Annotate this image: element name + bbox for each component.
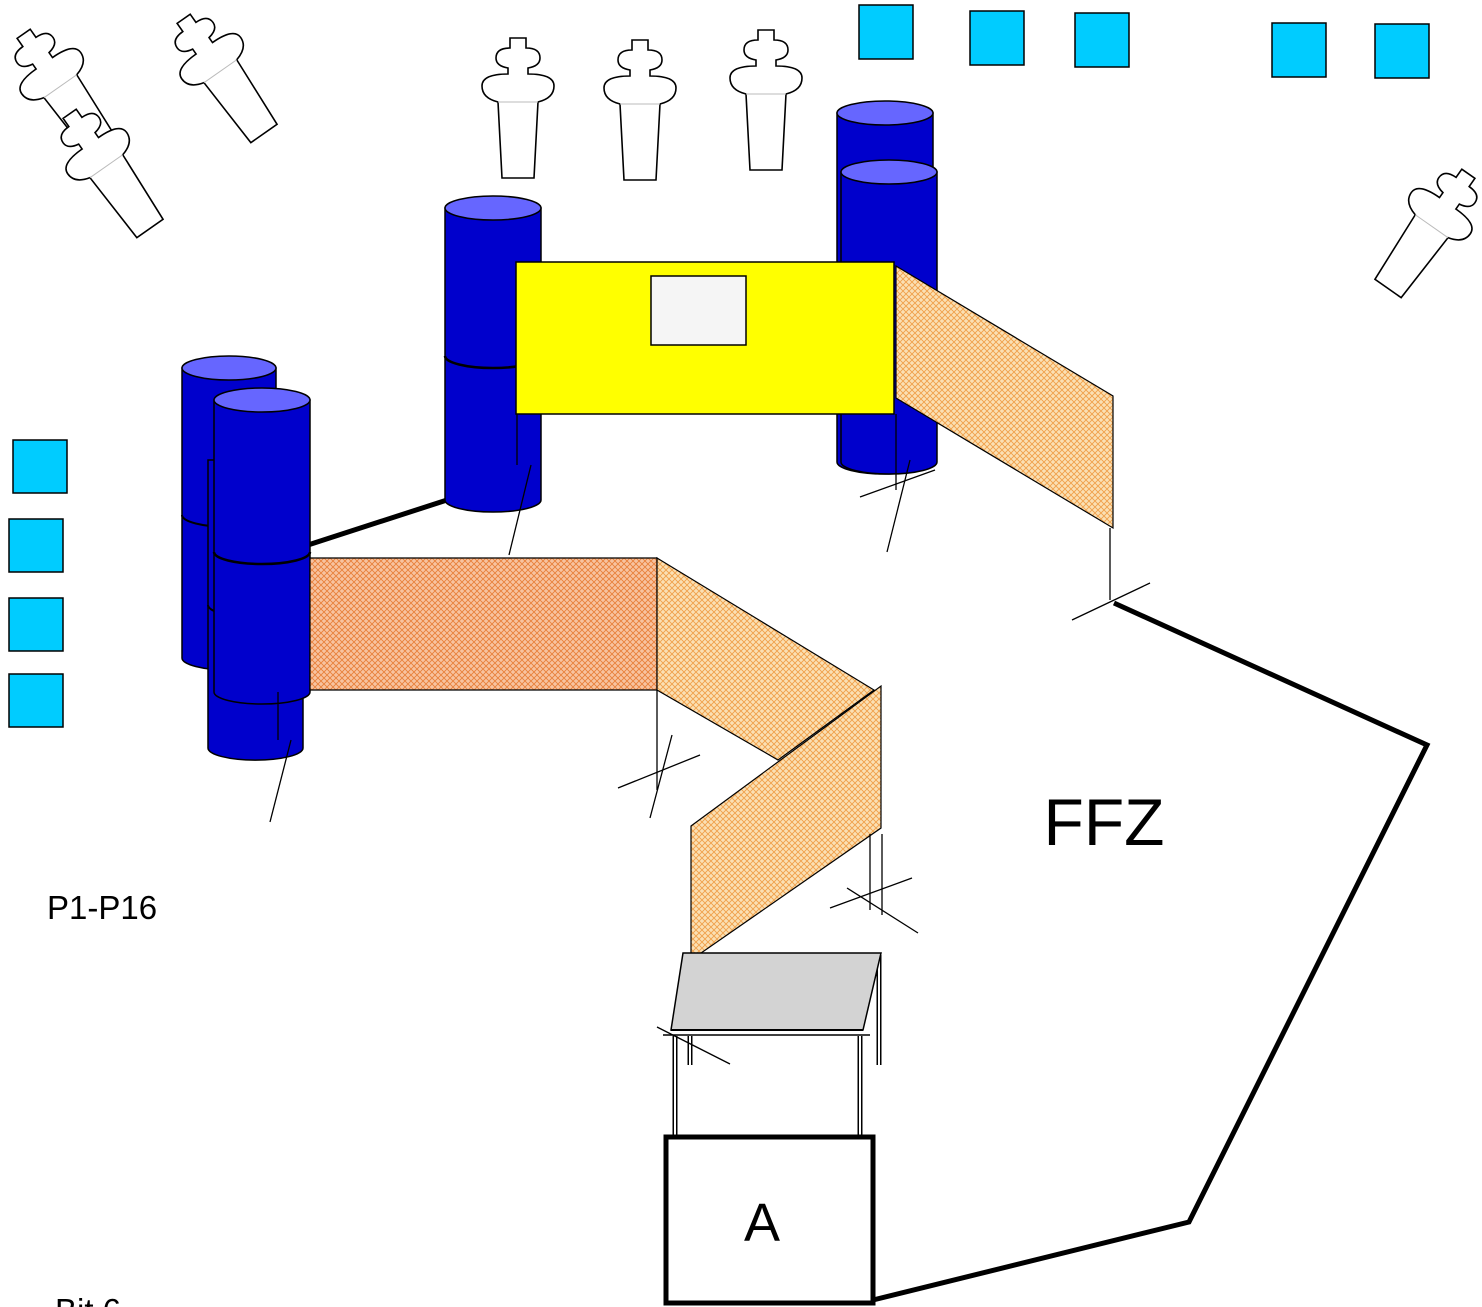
mesh-panel-angle: [656, 556, 876, 761]
cyan-square: [8, 597, 64, 652]
cyan-square: [858, 4, 914, 60]
cyan-squares-top: [858, 4, 1430, 79]
cyan-square: [969, 10, 1025, 66]
cyan-square: [1271, 22, 1327, 78]
mesh-panel-lower: [690, 684, 882, 962]
barrel-stack-left: [181, 355, 312, 761]
box-a: [663, 1134, 876, 1306]
mesh-panel-front: [309, 557, 658, 691]
targets-label: P1-P16: [47, 889, 157, 926]
mesh-panel-right: [895, 264, 1114, 530]
cyan-square: [8, 518, 64, 573]
target-figure: [603, 39, 677, 181]
cyan-squares-left: [8, 439, 68, 728]
target-figure: [153, 0, 295, 155]
bay-label: Bit 6: [55, 1292, 121, 1307]
cyan-square: [8, 673, 64, 728]
box-a-label: A: [744, 1193, 780, 1253]
cyan-square: [12, 439, 68, 494]
target-figure: [729, 29, 803, 171]
table: [656, 952, 882, 1140]
target-figure: [481, 37, 555, 179]
target-figure: [1357, 152, 1482, 310]
perimeter-line: [872, 600, 1431, 1303]
wall-port: [650, 275, 747, 346]
cyan-square: [1374, 23, 1430, 79]
yellow-wall: [515, 261, 895, 415]
connector-line: [307, 497, 448, 548]
panel-stands: [269, 414, 1151, 934]
mesh-panels: [309, 264, 1114, 962]
zone-label: FFZ: [1044, 785, 1165, 859]
cyan-square: [1074, 12, 1130, 68]
table-top: [670, 952, 882, 1031]
